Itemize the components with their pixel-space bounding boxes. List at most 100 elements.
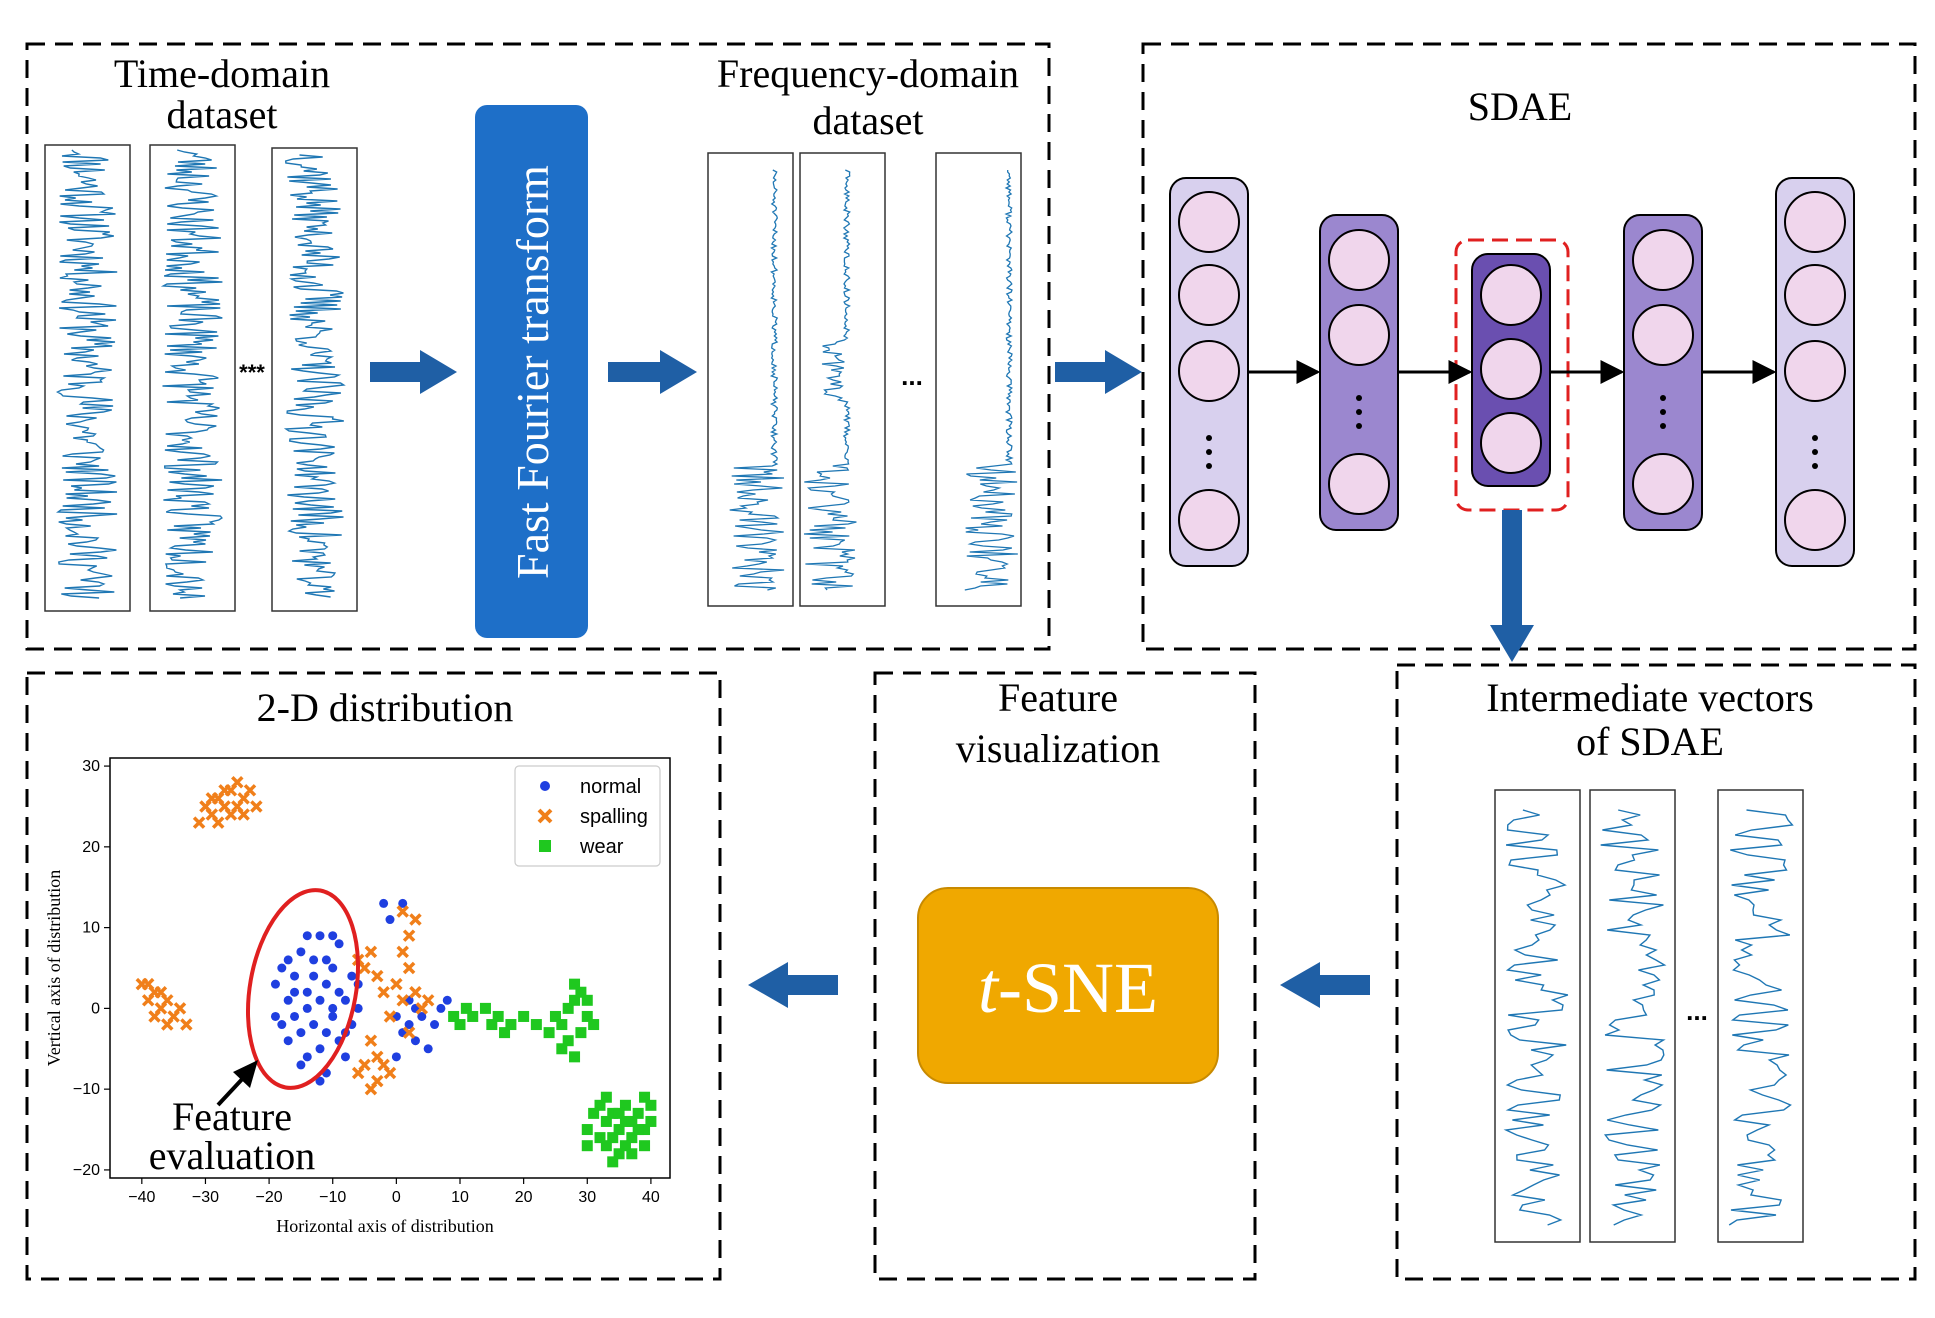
sdae-ellipsis-dot [1356, 409, 1362, 415]
data-point-spalling [243, 784, 257, 797]
time-signal-trace [55, 149, 118, 599]
data-point-wear [575, 1027, 587, 1039]
data-point-wear [594, 1099, 606, 1111]
data-point-normal [290, 971, 300, 981]
data-point-wear [588, 1019, 600, 1031]
data-point-normal [270, 1011, 280, 1021]
data-point-normal [353, 1003, 363, 1013]
sdae-ellipsis-dot [1206, 435, 1212, 441]
data-point-normal [296, 1028, 306, 1038]
annotation-feature: Feature [172, 1094, 292, 1139]
data-point-wear [645, 1099, 657, 1111]
x-tick-label: 40 [642, 1189, 660, 1206]
data-point-spalling [383, 1010, 397, 1023]
data-point-spalling [161, 1018, 174, 1031]
sdae-node [1632, 453, 1694, 515]
data-point-normal [321, 979, 331, 989]
data-point-spalling [173, 1002, 187, 1015]
sdae-node [1632, 229, 1694, 291]
freq-domain-title-line1: Frequency-domain [717, 51, 1019, 96]
data-point-normal [315, 931, 325, 941]
data-point-normal [379, 898, 389, 908]
data-point-normal [309, 971, 319, 981]
preprocessing-panel [25, 42, 1051, 651]
data-point-wear [639, 1091, 651, 1103]
fft-label: Fast Fourier transform [507, 165, 558, 579]
data-point-spalling [231, 775, 244, 789]
data-point-wear [530, 1019, 542, 1031]
data-point-spalling [409, 985, 422, 999]
data-point-normal [347, 971, 357, 981]
data-point-normal [430, 1020, 440, 1030]
data-point-spalling [371, 969, 384, 983]
feature-evaluation-ellipse [245, 888, 361, 1090]
x-axis-label: Horizontal axis of distribution [276, 1216, 493, 1236]
sdae-ellipsis-dot [1812, 435, 1818, 441]
data-point-normal [417, 1011, 427, 1021]
legend-frame [514, 765, 661, 867]
intermediate-vectors [1494, 789, 1804, 1243]
data-point-spalling [396, 994, 409, 1007]
feature-vis-title-line1: Feature [998, 675, 1118, 720]
legend-marker-wear [539, 840, 551, 852]
data-point-wear [632, 1124, 644, 1136]
vector-frame-2 [1589, 789, 1676, 1243]
distribution-title: 2-D distribution [257, 685, 514, 730]
data-point-wear [448, 1010, 460, 1022]
frequency-spectrum-trace [803, 169, 857, 591]
data-point-normal [321, 955, 331, 965]
chart-legend: normal spalling wear [514, 765, 661, 867]
data-point-normal [328, 931, 338, 941]
sdae-ellipsis-dot [1356, 423, 1362, 429]
data-point-wear [607, 1107, 619, 1119]
data-point-wear [454, 1019, 466, 1031]
data-point-spalling [421, 994, 435, 1007]
data-point-wear [492, 1010, 504, 1022]
data-point-spalling [250, 800, 263, 813]
feature-vis-title-line2: visualization [956, 726, 1160, 771]
sdae-ellipsis-dot [1660, 423, 1666, 429]
data-point-wear [632, 1107, 644, 1119]
data-point-spalling [148, 1010, 161, 1023]
legend-marker-spalling [537, 808, 553, 824]
sdae-node [1178, 191, 1240, 253]
data-point-spalling [402, 961, 416, 975]
data-point-spalling [402, 929, 416, 942]
sdae-network [1169, 177, 1855, 567]
time-signal-frame-2 [149, 144, 236, 612]
data-point-wear [600, 1091, 612, 1103]
data-point-normal [277, 963, 287, 973]
data-point-wear [569, 1051, 581, 1063]
data-point-wear [607, 1156, 619, 1168]
data-point-wear [581, 1124, 593, 1136]
y-tick-label: 10 [82, 920, 100, 937]
arrow-fft-to-freq [608, 350, 697, 394]
data-point-wear [619, 1099, 631, 1111]
data-point-wear [639, 1124, 651, 1136]
tsne-label-rest: -SNE [998, 948, 1158, 1028]
sdae-title: SDAE [1468, 84, 1572, 129]
data-point-wear [581, 994, 593, 1006]
y-tick-label: −20 [73, 1162, 100, 1179]
arrow-tsne-to-distribution [748, 962, 838, 1008]
annotation-arrow-line [216, 1073, 248, 1107]
data-point-wear [613, 1148, 625, 1160]
annotation-evaluation: evaluation [149, 1133, 316, 1178]
data-point-wear [588, 1107, 600, 1119]
sdae-node [1178, 489, 1240, 551]
data-point-wear [569, 994, 581, 1006]
data-point-normal [442, 995, 452, 1005]
annotation-arrowhead [233, 1060, 258, 1088]
freq-domain-title-line2: dataset [812, 98, 923, 143]
data-point-wear [486, 1019, 498, 1031]
data-point-normal [290, 987, 300, 997]
data-point-normal [283, 1036, 293, 1046]
data-point-normal [334, 987, 344, 997]
data-point-normal [309, 955, 319, 965]
y-tick-label: −10 [73, 1081, 100, 1098]
sdae-node [1784, 264, 1846, 326]
time-domain-ellipsis: *** [239, 360, 265, 385]
data-point-spalling [364, 945, 378, 959]
